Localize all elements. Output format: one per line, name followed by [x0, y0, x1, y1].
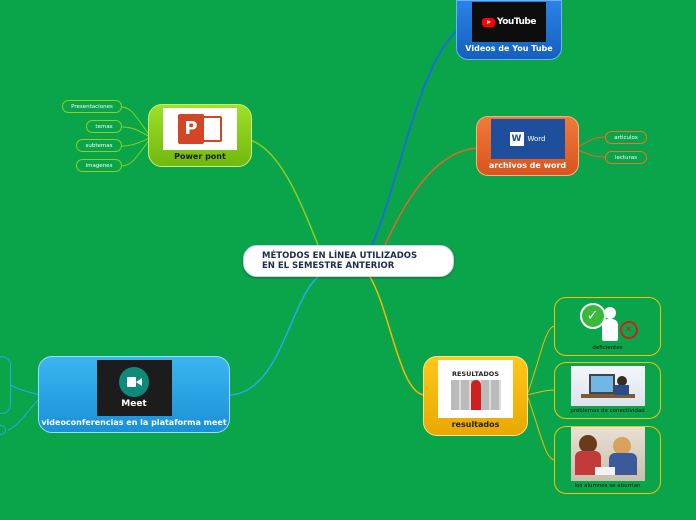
connector-word-lecturas — [577, 149, 606, 158]
connector-central-powerpoint — [249, 139, 319, 246]
subnode-deficientes-caption: deficientes — [592, 345, 623, 351]
connector-res-aburrian — [526, 394, 556, 461]
meet-node[interactable]: Meet videoconferencias en la plataforma … — [38, 356, 230, 433]
youtube-node[interactable]: YouTube Videos de You Tube — [456, 0, 562, 60]
subnode-conectividad-caption: problemas de conectividad — [570, 408, 645, 414]
youtube-logo-text: YouTube — [497, 17, 536, 27]
ppt-leaf-imagenes[interactable]: imagenes — [76, 159, 122, 172]
powerpoint-caption: Power pont — [174, 152, 226, 161]
connector-ppt-presentaciones — [121, 106, 151, 137]
check-and-cross-figure-icon: ✓ ✕ — [578, 301, 638, 343]
word-caption: archivos de word — [488, 161, 567, 170]
connector-ppt-subtemas — [121, 137, 151, 147]
offscreen-node-left[interactable] — [0, 356, 11, 414]
ppt-leaf-temas[interactable]: temas — [86, 120, 122, 133]
connector-res-deficientes — [526, 325, 556, 396]
word-node[interactable]: W Word archivos de word — [476, 116, 579, 176]
resultados-figure-icon — [450, 380, 501, 410]
connector-meet-left-b — [7, 397, 41, 431]
connector-ppt-temas — [121, 126, 151, 138]
central-title-line2: EN EL SEMESTRE ANTERIOR — [262, 261, 395, 271]
connector-ppt-imagenes — [121, 138, 151, 167]
resultados-title: RESULTADOS — [451, 370, 500, 378]
word-logo-text: Word — [527, 135, 546, 143]
connector-word-articulos — [577, 136, 606, 148]
offscreen-leaf-left[interactable] — [0, 425, 6, 435]
connector-res-conectividad — [526, 389, 556, 396]
youtube-caption: Videos de You Tube — [465, 44, 553, 53]
central-title-line1: MÉTODOS EN LÍNEA UTILIZADOS — [262, 251, 418, 261]
meet-camera-icon — [119, 367, 149, 397]
connector-meet-left-a — [9, 384, 41, 396]
central-topic[interactable]: MÉTODOS EN LÍNEA UTILIZADOS EN EL SEMEST… — [243, 245, 454, 277]
word-leaf-articulos[interactable]: articulos — [605, 131, 647, 144]
subnode-deficientes[interactable]: ✓ ✕ deficientes — [554, 297, 661, 356]
youtube-play-icon — [482, 17, 496, 27]
word-logo-image: W Word — [490, 119, 565, 159]
resultados-node[interactable]: RESULTADOS resultados — [423, 356, 528, 436]
connector-central-word — [384, 147, 479, 246]
resultados-caption: resultados — [451, 420, 500, 429]
connector-central-meet — [227, 276, 319, 396]
subnode-conectividad[interactable]: problemas de conectividad — [554, 362, 661, 419]
resultados-image: RESULTADOS — [438, 360, 513, 418]
youtube-logo-image: YouTube — [472, 2, 546, 42]
powerpoint-p-icon: P — [178, 114, 204, 144]
connector-central-youtube — [371, 29, 459, 246]
powerpoint-logo-image: P — [163, 108, 237, 150]
connector-central-resultados — [369, 276, 426, 396]
computer-desk-photo — [570, 366, 645, 406]
word-leaf-lecturas[interactable]: lecturas — [605, 151, 647, 164]
word-w-icon: W — [509, 132, 524, 146]
meet-caption: videoconferencias en la plataforma meet — [41, 418, 227, 427]
powerpoint-node[interactable]: P Power pont — [148, 104, 252, 167]
meet-logo-text: Meet — [121, 399, 147, 409]
bored-students-photo — [570, 427, 645, 481]
ppt-leaf-subtemas[interactable]: subtemas — [76, 139, 122, 152]
subnode-aburrian-caption: los alumnos se aburrian — [574, 483, 641, 489]
subnode-aburrian[interactable]: los alumnos se aburrian — [554, 426, 661, 494]
meet-logo-image: Meet — [96, 360, 172, 416]
ppt-leaf-presentaciones[interactable]: Presentaciones — [62, 100, 122, 113]
